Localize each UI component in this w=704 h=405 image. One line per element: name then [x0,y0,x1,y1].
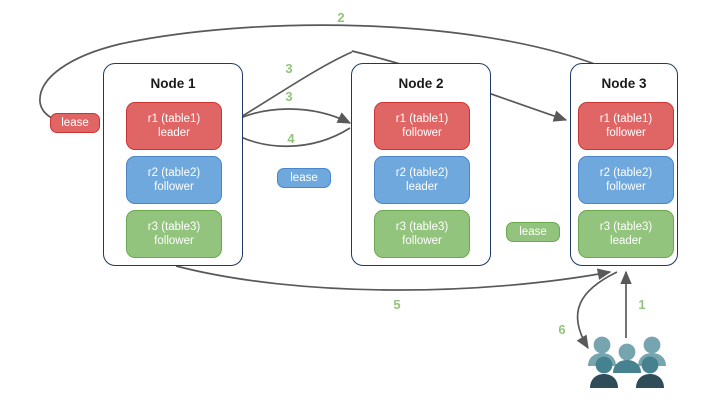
node-3[interactable]: Node 3 r1 (table1) follower r2 (table2) … [570,63,678,266]
node-3-replica-r2[interactable]: r2 (table2) follower [578,156,674,204]
step-label-1-text: 1 [638,297,646,312]
node-2-replica-r1[interactable]: r1 (table1) follower [374,102,470,150]
node-3-replica-r3-name: r3 (table3) [599,221,653,233]
step-label-2: 2 [333,10,349,25]
node-1-replica-r1-role: leader [158,127,190,139]
node-2[interactable]: Node 2 r1 (table1) follower r2 (table2) … [351,63,491,266]
node-2-replica-r2-role: leader [406,181,438,193]
lease-table2-label: lease [290,172,318,184]
node-2-replica-r1-name: r1 (table1) [395,113,449,125]
node-2-replica-r1-role: follower [402,127,442,139]
step-label-3-upper-text: 3 [285,61,293,76]
node-2-title: Node 2 [398,76,444,91]
edge-step-5 [175,265,612,291]
node-3-replica-r1[interactable]: r1 (table1) follower [578,102,674,150]
lease-table2[interactable]: lease [277,168,331,188]
lease-table3-label: lease [519,226,547,238]
step-label-2-text: 2 [337,10,345,25]
node-1-replica-r3-role: follower [154,235,194,247]
node-3-replica-r1-name: r1 (table1) [599,113,653,125]
lease-table3[interactable]: lease [506,222,560,242]
node-1-replica-r2[interactable]: r2 (table2) follower [126,156,222,204]
node-2-replica-r2-name: r2 (table2) [395,167,449,179]
node-1-replica-r1-name: r1 (table1) [147,113,201,125]
step-label-6-text: 6 [558,322,566,337]
edge-step-3-lens [225,108,352,126]
node-1[interactable]: Node 1 r1 (table1) leader r2 (table2) fo… [103,63,243,266]
lease-table1[interactable]: lease [50,113,100,133]
node-2-replica-r3-name: r3 (table3) [395,221,449,233]
node-1-replica-r3-name: r3 (table3) [147,221,201,233]
node-3-replica-r3-role: leader [610,235,642,247]
node-1-replica-r2-name: r2 (table2) [147,167,201,179]
step-label-6: 6 [554,322,570,337]
node-1-replica-r2-role: follower [154,181,194,193]
step-label-3-upper: 3 [281,61,297,76]
node-3-replica-r1-role: follower [606,127,646,139]
users-icon [588,336,666,388]
node-1-replica-r1[interactable]: r1 (table1) leader [126,102,222,150]
node-2-replica-r3[interactable]: r3 (table3) follower [374,210,470,258]
node-2-replica-r2[interactable]: r2 (table2) leader [374,156,470,204]
node-1-title: Node 1 [150,76,196,91]
step-label-4-text: 4 [287,131,295,146]
node-2-replica-r3-role: follower [402,235,442,247]
step-label-3-lower-text: 3 [285,89,293,104]
step-label-5-text: 5 [393,297,401,312]
lease-table1-label: lease [61,117,89,129]
step-label-5: 5 [389,297,405,312]
step-label-4: 4 [283,131,299,146]
node-1-replica-r3[interactable]: r3 (table3) follower [126,210,222,258]
node-3-replica-r2-name: r2 (table2) [599,167,653,179]
node-3-replica-r2-role: follower [606,181,646,193]
node-3-title: Node 3 [601,76,647,91]
node-3-replica-r3[interactable]: r3 (table3) leader [578,210,674,258]
step-label-3-lower: 3 [281,89,297,104]
step-label-1: 1 [634,297,650,312]
